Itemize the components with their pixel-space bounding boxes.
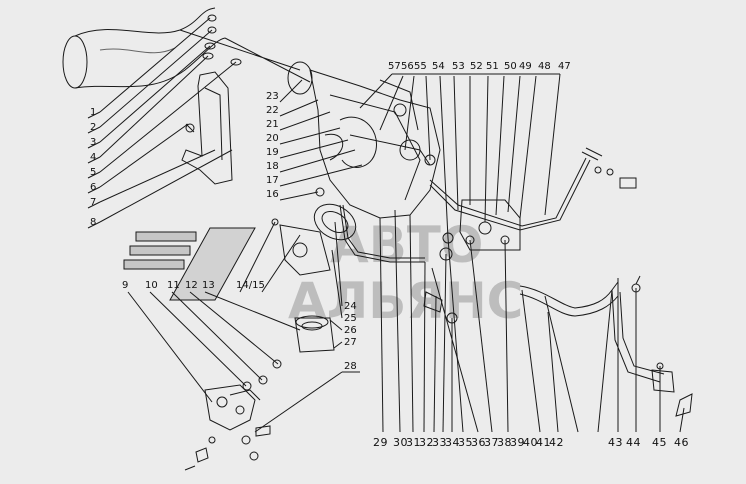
callout-38: 38	[497, 436, 512, 449]
callout-22: 22	[266, 105, 279, 116]
callout-53: 53	[452, 61, 465, 72]
callout-24: 24	[344, 301, 357, 312]
leader-lines-left	[87, 17, 237, 229]
callout-36: 36	[471, 436, 486, 449]
callout-31: 31	[406, 436, 421, 449]
mounting-bracket	[181, 71, 233, 185]
callout-56: 56	[401, 61, 414, 72]
watermark-logo	[123, 227, 256, 301]
callout-39: 39	[510, 436, 525, 449]
callout-9: 9	[122, 280, 129, 291]
callout-42: 42	[549, 436, 564, 449]
callout-32: 32	[419, 436, 434, 449]
callout-6: 6	[90, 182, 97, 193]
valve-body	[294, 315, 335, 353]
egr-valve	[271, 218, 331, 276]
callout-7: 7	[90, 197, 97, 208]
callout-16: 16	[266, 189, 279, 200]
callout-44: 44	[626, 436, 641, 449]
callout-43: 43	[608, 436, 623, 449]
leader-lines-center	[254, 221, 360, 433]
lower-bracket	[184, 359, 282, 471]
callout-55: 55	[414, 61, 427, 72]
callout-11: 11	[167, 280, 180, 291]
watermark-line2: АЛЬЯНС	[288, 272, 523, 330]
callout-40: 40	[523, 436, 538, 449]
callout-30: 30	[393, 436, 408, 449]
leader-lines-mid	[279, 79, 363, 201]
callout-29: 29	[373, 436, 388, 449]
callout-34: 34	[445, 436, 460, 449]
callout-48: 48	[538, 61, 551, 72]
callout-1: 1	[90, 107, 97, 118]
callout-23: 23	[266, 91, 279, 102]
hose-clamps	[202, 14, 242, 66]
callout-13: 13	[202, 280, 215, 291]
leader-lines-top	[359, 73, 561, 239]
callout-18: 18	[266, 161, 279, 172]
callout-33: 33	[432, 436, 447, 449]
callout-35: 35	[458, 436, 473, 449]
callout-20: 20	[266, 133, 279, 144]
callout-41: 41	[536, 436, 551, 449]
callout-2: 2	[90, 122, 97, 133]
callout-52: 52	[470, 61, 483, 72]
callout-57: 57	[388, 61, 401, 72]
callout-54: 54	[432, 61, 445, 72]
callout-46: 46	[674, 436, 689, 449]
callout-37: 37	[484, 436, 499, 449]
callout-8: 8	[90, 217, 97, 228]
callout-21: 21	[266, 119, 279, 130]
callout-51: 51	[486, 61, 499, 72]
callout-26: 26	[344, 325, 357, 336]
callout-47: 47	[558, 61, 571, 72]
callout-45: 45	[652, 436, 667, 449]
callout-12: 12	[185, 280, 198, 291]
callout-5: 5	[90, 167, 97, 178]
callout-3: 3	[90, 137, 97, 148]
callout-14-15: 14/15	[236, 280, 265, 291]
callout-25: 25	[344, 313, 357, 324]
callout-50: 50	[504, 61, 517, 72]
callout-27: 27	[344, 337, 357, 348]
callout-17: 17	[266, 175, 279, 186]
callout-10: 10	[145, 280, 158, 291]
leader-lines-bottom	[379, 209, 685, 433]
callout-4: 4	[90, 152, 97, 163]
callout-49: 49	[519, 61, 532, 72]
callout-19: 19	[266, 147, 279, 158]
leader-lines-lower-left	[127, 221, 301, 403]
drain-hose	[519, 275, 693, 417]
callout-28: 28	[344, 361, 357, 372]
